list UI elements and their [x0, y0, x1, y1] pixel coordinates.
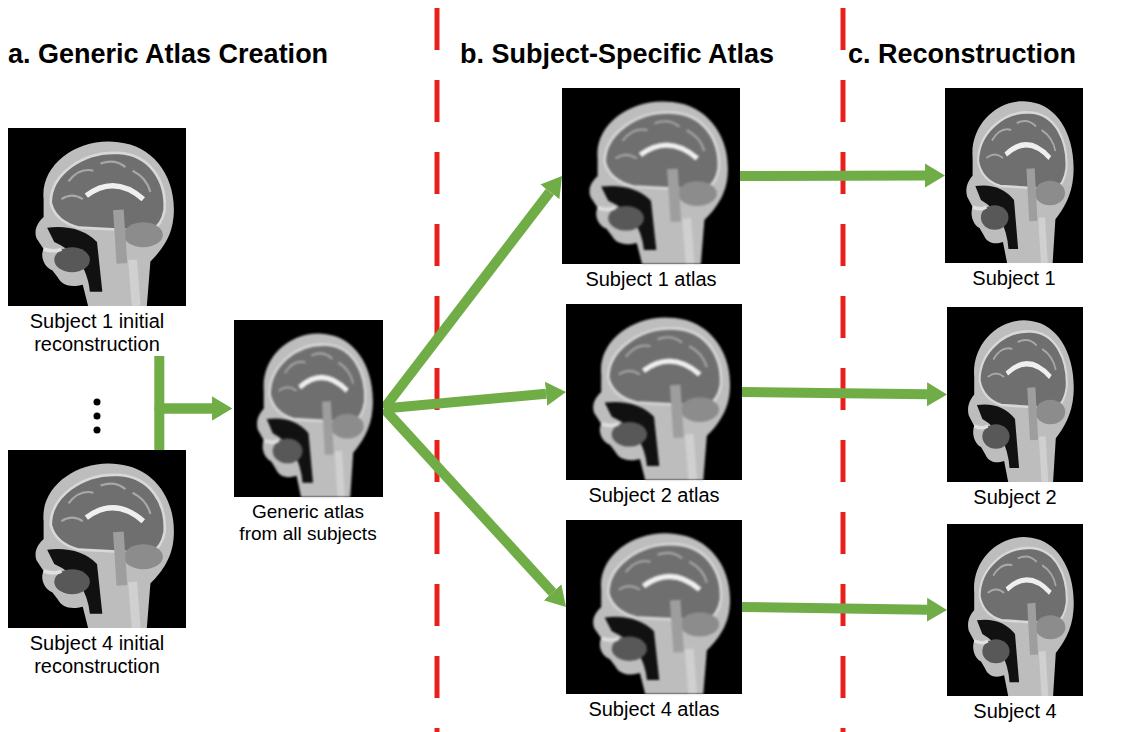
mri-image-panel: Subject 4 atlas	[566, 520, 742, 721]
mri-image-panel: Subject 2	[947, 307, 1083, 509]
image-caption: Generic atlas from all subjects	[232, 501, 384, 545]
panel-heading: a. Generic Atlas Creation	[8, 38, 328, 70]
image-caption: Subject 2 atlas	[566, 484, 742, 507]
mri-slice	[945, 88, 1083, 263]
ellipsis-dot	[94, 413, 101, 420]
mri-slice	[562, 88, 740, 264]
image-caption: Subject 4 initial reconstruction	[8, 632, 186, 678]
mri-head-drawing	[8, 128, 186, 306]
mri-slice	[566, 304, 742, 480]
image-caption: Subject 1	[945, 267, 1083, 290]
image-caption: Subject 4 atlas	[566, 698, 742, 721]
flow-arrow	[159, 409, 212, 451]
flow-arrow	[740, 171, 925, 181]
mri-image-panel: Subject 1 initial reconstruction	[8, 128, 186, 356]
ellipsis-dot	[94, 399, 101, 406]
flow-arrow	[742, 607, 927, 610]
mri-head-drawing	[566, 304, 742, 480]
mri-image-panel: Subject 1	[945, 88, 1083, 290]
mri-slice	[8, 450, 186, 628]
flow-arrow	[384, 409, 552, 593]
image-caption: Subject 2	[947, 486, 1083, 509]
mri-head-drawing	[562, 88, 740, 264]
divider-line	[435, 8, 440, 732]
image-caption: Subject 4	[947, 700, 1083, 723]
divider-line	[841, 8, 846, 732]
flow-arrow	[159, 356, 212, 409]
flow-arrow	[742, 392, 927, 394]
mri-head-drawing	[8, 450, 186, 628]
image-caption: Subject 1 atlas	[562, 268, 740, 291]
flow-arrow	[384, 192, 550, 409]
mri-head-drawing	[234, 320, 383, 497]
mri-head-drawing	[947, 524, 1083, 696]
mri-image-panel: Subject 2 atlas	[566, 304, 742, 507]
mri-head-drawing	[566, 520, 742, 694]
mri-image-panel: Subject 4	[947, 524, 1083, 723]
mri-image-panel: Subject 4 initial reconstruction	[8, 450, 186, 678]
mri-head-drawing	[945, 88, 1083, 263]
image-caption: Subject 1 initial reconstruction	[8, 310, 186, 356]
flow-arrow	[384, 394, 546, 409]
ellipsis-dot	[94, 427, 101, 434]
panel-heading: c. Reconstruction	[848, 38, 1076, 70]
mri-slice	[947, 524, 1083, 696]
mri-slice	[566, 520, 742, 694]
mri-head-drawing	[947, 307, 1083, 482]
panel-heading: b. Subject-Specific Atlas	[460, 38, 774, 70]
mri-slice	[947, 307, 1083, 482]
mri-slice	[8, 128, 186, 306]
mri-slice	[234, 320, 383, 497]
mri-image-panel: Generic atlas from all subjects	[232, 320, 384, 545]
mri-image-panel: Subject 1 atlas	[562, 88, 740, 291]
